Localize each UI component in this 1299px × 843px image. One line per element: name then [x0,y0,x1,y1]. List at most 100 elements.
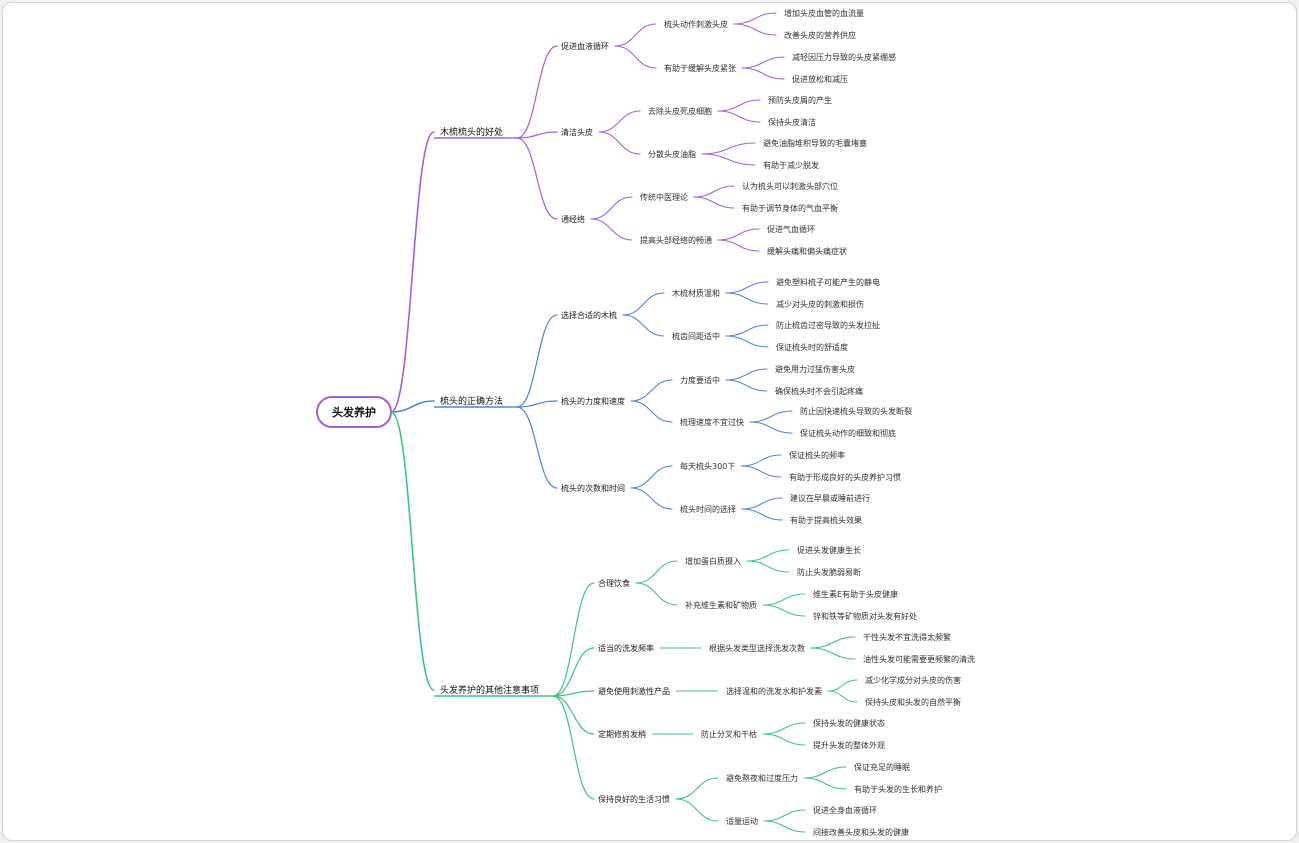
connector-l3-0-2-0 [590,196,633,220]
leaf-label-1-1-1-1[interactable]: 保证梳头动作的细致和彻底 [800,428,896,438]
leaf-label-1-1-0-1[interactable]: 确保梳头时不会引起疼痛 [775,386,863,396]
leaf-label-1-2-0-0[interactable]: 保证梳头的频率 [789,450,845,460]
mind-map[interactable]: 头发养护木梳梳头的好处促进血液循环梳头动作刺激头皮增加头皮血管的血流量改善头皮的… [3,3,1296,840]
leaf-label-2-0-1-0[interactable]: 维生素E有助于头皮健康 [813,589,898,599]
leaf-label-2-4-0-0[interactable]: 保证充足的睡眠 [854,762,910,772]
connector-l4-2-3-0-0 [762,722,806,735]
l3-label-1-0-0[interactable]: 木梳材质温和 [672,288,720,298]
leaf-label-0-1-0-1[interactable]: 保持头皮清洁 [768,117,816,127]
leaf-label-0-0-0-0[interactable]: 增加头皮血管的血流量 [784,8,864,18]
connector-l2-2-2 [552,690,595,697]
leaf-label-2-1-0-1[interactable]: 油性头发可能需要更频繁的清洗 [863,654,975,664]
leaf-label-2-4-1-1[interactable]: 间接改善头皮和头发的健康 [813,827,909,837]
connector-l4-2-0-1-1 [762,604,806,617]
leaf-label-0-0-1-1[interactable]: 促进放松和减压 [792,74,848,84]
leaf-label-1-2-1-1[interactable]: 有助于提高梳头效果 [790,515,862,525]
connector-l4-1-0-1-1 [725,335,769,348]
leaf-label-0-1-1-0[interactable]: 避免油脂堆积导致的毛囊堵塞 [763,138,867,148]
connector-root-branch-2 [390,411,435,691]
leaf-label-1-1-0-0[interactable]: 避免用力过猛伤害头皮 [775,364,855,374]
l3-label-1-1-0[interactable]: 力度要适中 [680,375,720,385]
l3-label-2-3-0[interactable]: 防止分叉和干枯 [701,729,757,739]
l3-label-0-2-0[interactable]: 传统中医理论 [640,192,688,202]
leaf-label-0-2-1-0[interactable]: 促进气血循环 [767,224,815,234]
l3-label-0-0-1[interactable]: 有助于缓解头皮紧张 [664,63,736,73]
l2-label-2-4[interactable]: 保持良好的生活习惯 [598,794,670,804]
connector-l2-1-1 [516,400,558,408]
connector-l4-1-0-0-1 [725,292,769,305]
l3-label-2-2-0[interactable]: 选择温和的洗发水和护发素 [726,686,822,696]
leaf-label-1-2-1-0[interactable]: 建议在早晨或睡前进行 [790,493,870,503]
leaf-label-2-4-0-1[interactable]: 有助于头发的生长和养护 [854,784,942,794]
connector-l4-0-1-0-1 [717,110,761,123]
leaf-label-2-0-0-1[interactable]: 防止头发脆弱易断 [797,567,861,577]
connector-l4-0-2-1-1 [717,239,760,252]
connector-l4-0-1-0-0 [717,99,761,112]
l2-label-0-1[interactable]: 清洁头皮 [561,127,593,137]
l3-label-0-1-1[interactable]: 分散头皮油脂 [648,149,696,159]
l3-label-2-0-0[interactable]: 增加蛋白质摄入 [685,556,741,566]
leaf-label-2-1-0-0[interactable]: 干性头发不宜洗得太频繁 [863,632,951,642]
l2-label-0-0[interactable]: 促进血液循环 [561,41,609,51]
l3-label-1-0-1[interactable]: 梳齿间距适中 [672,331,720,341]
leaf-label-0-2-0-0[interactable]: 认为梳头可以刺激头部穴位 [742,181,838,191]
l3-label-1-2-1[interactable]: 梳头时间的选择 [680,504,736,514]
connector-l4-2-4-1-1 [763,820,806,833]
connector-l4-1-1-0-1 [725,379,768,392]
l2-label-1-1[interactable]: 梳头的力度和速度 [561,396,625,406]
l3-label-1-1-1[interactable]: 梳理速度不宜过快 [680,417,744,427]
leaf-label-1-0-0-0[interactable]: 避免塑料梳子可能产生的静电 [776,277,880,287]
l3-label-1-2-0[interactable]: 每天梳头300下 [680,461,735,471]
connector-l2-2-1 [552,647,595,697]
connector-l3-1-2-1 [630,487,673,510]
connector-l2-1-0 [516,314,558,408]
l3-label-2-1-0[interactable]: 根据头发类型选择洗发次数 [709,643,805,653]
leaf-label-0-0-1-0[interactable]: 减轻因压力导致的头皮紧绷感 [792,52,896,62]
leaf-label-1-0-0-1[interactable]: 减少对头皮的刺激和损伤 [776,299,864,309]
l2-label-2-1[interactable]: 适当的洗发频率 [598,643,654,653]
branch-label-1[interactable]: 梳头的正确方法 [440,395,503,407]
leaf-label-0-2-1-1[interactable]: 缓解头痛和偏头痛症状 [767,246,847,256]
connector-l3-1-1-0 [630,379,673,402]
connector-l2-2-4 [552,695,595,800]
leaf-label-1-1-1-0[interactable]: 防止因快速梳头导致的头发断裂 [800,406,912,416]
connector-l4-2-1-0-1 [810,647,856,660]
l2-label-1-2[interactable]: 梳头的次数和时间 [561,483,625,493]
leaf-label-1-0-1-1[interactable]: 保证梳头时的舒适度 [776,342,848,352]
connector-l4-2-4-0-1 [803,777,847,790]
leaf-label-2-4-1-0[interactable]: 促进全身血液循环 [813,805,877,815]
connector-l4-1-0-0-0 [725,281,769,294]
leaf-label-2-3-0-0[interactable]: 保持头发的健康状态 [813,718,885,728]
leaf-label-0-2-0-1[interactable]: 有助于调节身体的气血平衡 [742,203,838,213]
connector-l4-2-0-0-0 [746,549,790,562]
l3-label-2-4-0[interactable]: 避免熬夜和过度压力 [726,773,798,783]
l3-label-2-0-1[interactable]: 补充维生素和矿物质 [685,600,757,610]
leaf-label-2-0-0-0[interactable]: 促进头发健康生长 [797,545,861,555]
leaf-label-1-2-0-1[interactable]: 有助于形成良好的头皮养护习惯 [789,472,901,482]
leaf-label-2-2-0-1[interactable]: 保持头皮和头发的自然平衡 [865,697,961,707]
leaf-label-2-0-1-1[interactable]: 锌和铁等矿物质对头发有好处 [813,611,917,621]
l3-label-0-2-1[interactable]: 提高头部经络的畅通 [640,235,712,245]
leaf-label-0-1-1-1[interactable]: 有助于减少脱发 [763,160,819,170]
branch-label-0[interactable]: 木梳梳头的好处 [440,126,503,138]
l3-label-0-1-0[interactable]: 去除头皮死皮细胞 [648,106,712,116]
leaf-label-0-0-0-1[interactable]: 改善头皮的营养供应 [784,30,856,40]
connector-l4-1-2-0-1 [740,465,782,478]
leaf-label-1-0-1-0[interactable]: 防止梳齿过密导致的头发拉扯 [776,320,880,330]
leaf-label-2-3-0-1[interactable]: 提升头发的整体外观 [813,740,885,750]
connector-l4-2-4-1-0 [763,809,806,822]
branch-label-2[interactable]: 头发养护的其他注意事项 [440,684,539,696]
connector-l4-2-1-0-0 [810,636,856,649]
l3-label-2-4-1[interactable]: 适量运动 [726,816,758,826]
leaf-label-2-2-0-0[interactable]: 减少化学成分对头皮的伤害 [865,675,961,685]
l2-label-0-2[interactable]: 通经络 [561,214,585,224]
connector-l2-0-0 [516,45,558,139]
leaf-label-0-1-0-0[interactable]: 预防头皮屑的产生 [768,95,832,105]
l2-label-2-0[interactable]: 合理饮食 [598,578,630,588]
connector-l4-0-2-0-0 [693,185,735,198]
l2-label-2-3[interactable]: 定期修剪发梢 [598,729,646,739]
l2-label-1-0[interactable]: 选择合适的木梳 [561,310,617,320]
connector-l4-0-0-0-1 [733,23,777,36]
l3-label-0-0-0[interactable]: 梳头动作刺激头皮 [664,19,728,29]
l2-label-2-2[interactable]: 避免使用刺激性产品 [598,686,670,696]
